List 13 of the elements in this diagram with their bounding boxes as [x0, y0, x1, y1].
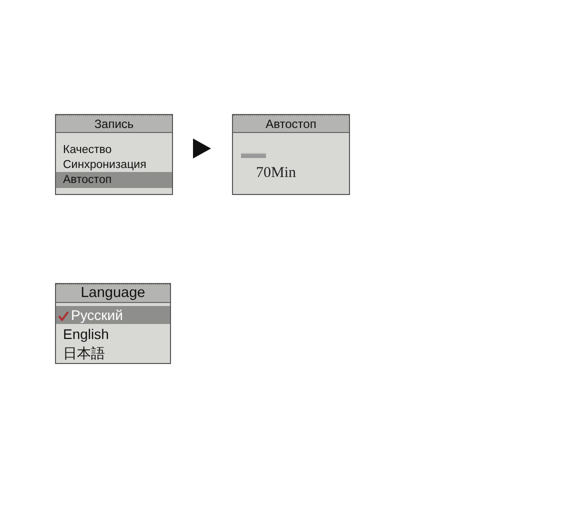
screen-title: Language — [56, 284, 170, 303]
screen-title: Автостоп — [233, 115, 349, 133]
menu-item: Синхронизация — [62, 158, 148, 173]
menu-screen — [232, 114, 350, 195]
time-value: 70Min — [256, 165, 296, 182]
menu-screen — [55, 283, 171, 364]
menu-screen — [55, 114, 173, 195]
screen-title: Запись — [56, 115, 172, 133]
menu-item: English — [62, 325, 110, 343]
menu-item-label: Русский — [71, 307, 123, 323]
selected-menu-item: Автостоп — [56, 172, 172, 188]
menu-item: 日本語 — [62, 344, 106, 362]
menu-item: Качество — [62, 143, 113, 158]
